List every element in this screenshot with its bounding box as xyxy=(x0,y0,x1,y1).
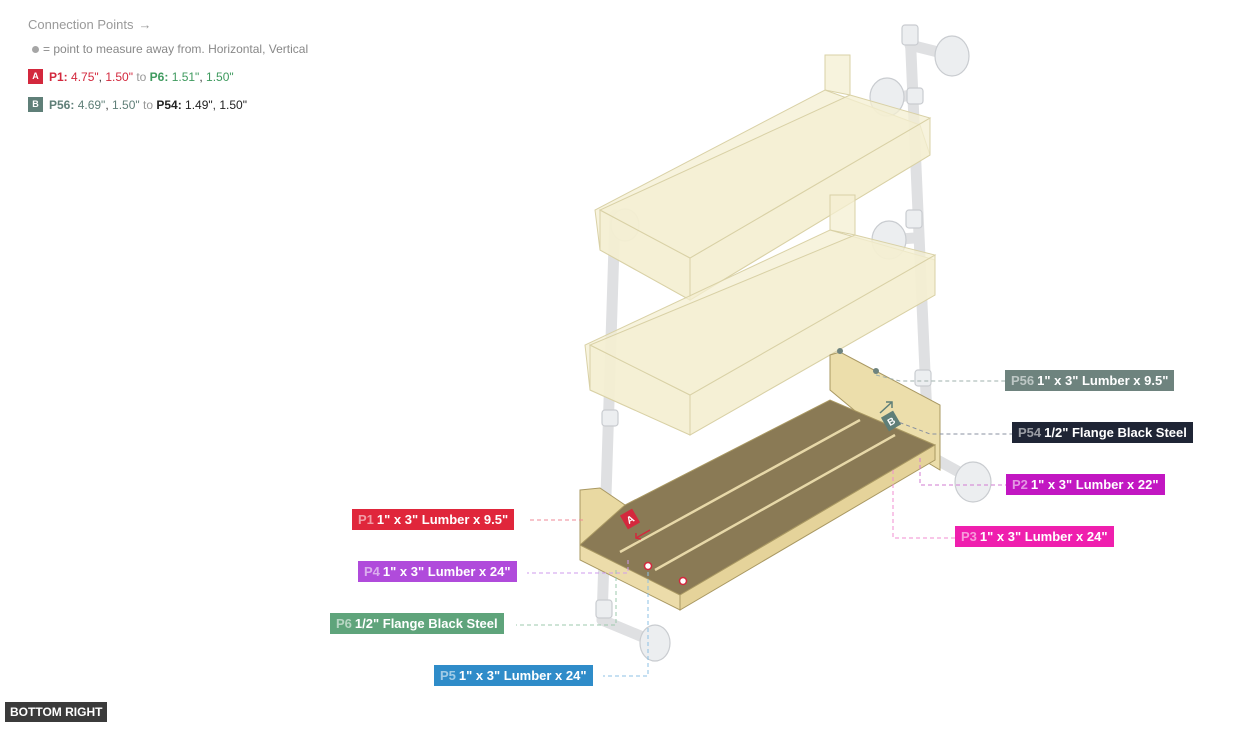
part-desc-p5: 1" x 3" Lumber x 24" xyxy=(458,668,587,683)
part-desc-p3: 1" x 3" Lumber x 24" xyxy=(979,529,1108,544)
connection-badge-b: B xyxy=(28,97,43,112)
part-desc-p6: 1/2" Flange Black Steel xyxy=(354,616,498,631)
legend-title-text: Connection Points xyxy=(28,17,134,32)
connection-b-from-h: 4.69" xyxy=(77,97,106,112)
measure-point-icon xyxy=(32,45,39,53)
arrow-down-left-icon xyxy=(635,529,651,540)
connection-a-to-part: P6: xyxy=(149,69,169,84)
view-bottom-right-button[interactable]: BOTTOM RIGHT xyxy=(5,702,108,722)
part-id-p54: P54 xyxy=(1018,425,1042,440)
part-id-p1: P1 xyxy=(358,512,374,527)
connection-a: A P1: 4.75", 1.50" to P6: 1.51", 1.50" xyxy=(28,69,308,84)
connection-a-from-h: 4.75" xyxy=(71,69,99,84)
part-desc-p56: 1" x 3" Lumber x 9.5" xyxy=(1037,373,1169,388)
legend-note: = point to measure away from. Horizontal… xyxy=(32,42,308,56)
ghost-shelf-top xyxy=(594,54,932,301)
connection-b-to-sep: , xyxy=(212,97,217,112)
part-id-p5: P5 xyxy=(440,668,456,683)
connection-b-to-v: 1.50" xyxy=(219,97,247,112)
part-desc-p54: 1/2" Flange Black Steel xyxy=(1044,425,1187,440)
shelf-top-surface xyxy=(579,399,937,596)
part-id-p6: P6 xyxy=(336,616,352,631)
shelf-right-edge xyxy=(679,444,936,611)
connection-a-to-sep: , xyxy=(199,69,203,84)
part-id-p56: P56 xyxy=(1011,373,1035,388)
ghost-shelf-middle xyxy=(584,194,937,436)
legend-title: Connection Points → xyxy=(28,17,308,32)
arrow-right-icon: → xyxy=(138,17,152,32)
connection-b-from-sep: , xyxy=(105,97,109,112)
connection-a-to-v: 1.50" xyxy=(206,69,234,84)
marker-a[interactable]: A xyxy=(619,508,641,530)
connection-legend: Connection Points → = point to measure a… xyxy=(28,17,308,112)
connection-b-from-v: 1.50" xyxy=(112,97,140,112)
connection-b-to-part: P54: xyxy=(156,97,182,112)
part-desc-p4: 1" x 3" Lumber x 24" xyxy=(382,564,511,579)
part-desc-p1: 1" x 3" Lumber x 9.5" xyxy=(376,512,509,527)
connection-badge-a: A xyxy=(28,69,43,84)
connection-a-to-h: 1.51" xyxy=(171,69,200,84)
marker-b[interactable]: B xyxy=(880,410,902,432)
connection-b-to-h: 1.49" xyxy=(185,97,213,112)
part-desc-p2: 1" x 3" Lumber x 22" xyxy=(1030,477,1159,492)
shelf-bottom xyxy=(579,351,941,611)
marker-a-text: A xyxy=(625,514,637,527)
connection-a-to-word: to xyxy=(136,69,147,84)
connection-a-from-v: 1.50" xyxy=(105,69,133,84)
connection-b-to-word: to xyxy=(142,97,153,112)
connection-a-from-sep: , xyxy=(98,69,102,84)
measure-points xyxy=(643,348,879,586)
leader-lines xyxy=(516,374,1012,677)
part-id-p4: P4 xyxy=(364,564,380,579)
arrow-up-right-icon xyxy=(879,401,893,414)
legend-note-text: = point to measure away from. Horizontal… xyxy=(43,42,309,56)
part-id-p2: P2 xyxy=(1012,477,1028,492)
marker-b-text: B xyxy=(886,416,898,429)
connection-a-from-part: P1: xyxy=(49,69,68,84)
connection-b-from-part: P56: xyxy=(49,97,75,112)
part-id-p3: P3 xyxy=(961,529,977,544)
connection-b: B P56: 4.69", 1.50" to P54: 1.49", 1.50" xyxy=(28,97,308,112)
